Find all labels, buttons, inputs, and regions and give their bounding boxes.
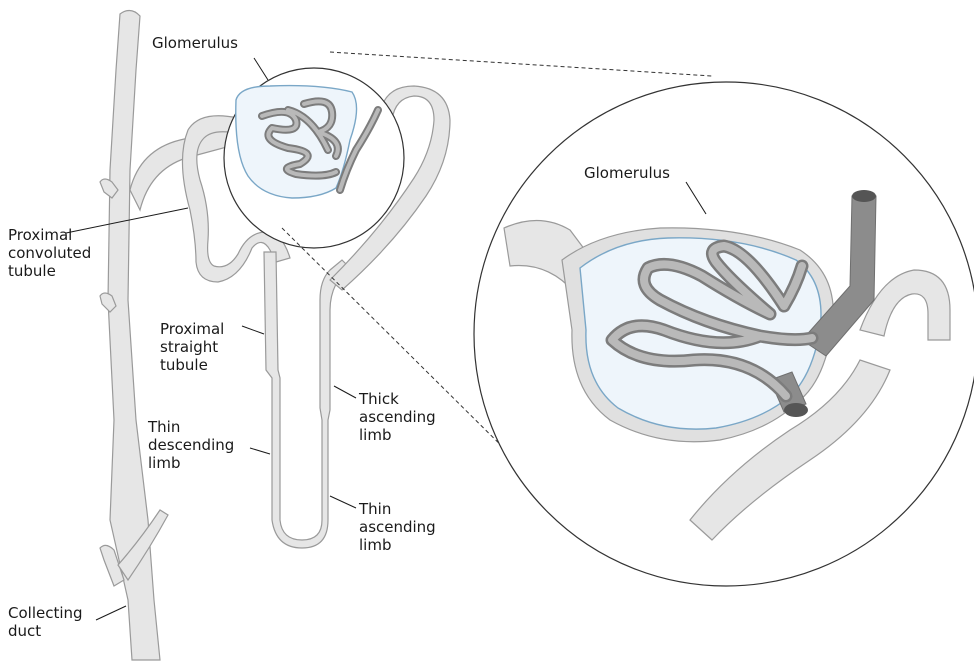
label-glomerulus: Glomerulus	[152, 34, 238, 52]
label-thin-descending: Thin descending limb	[147, 418, 239, 472]
label-thin-ascending: Thin ascending limb	[358, 500, 441, 554]
label-collecting-duct: Collecting duct	[8, 604, 87, 640]
glomerulus-small	[224, 68, 404, 248]
zoom-line-top	[330, 52, 712, 76]
label-thick-ascending: Thick ascending limb	[358, 390, 441, 444]
label-glomerulus-zoom: Glomerulus	[584, 164, 670, 182]
label-proximal-convoluted: Proximal convoluted tubule	[8, 226, 96, 280]
glomerulus-zoom	[474, 82, 974, 586]
label-proximal-straight: Proximal straight tubule	[160, 320, 229, 374]
